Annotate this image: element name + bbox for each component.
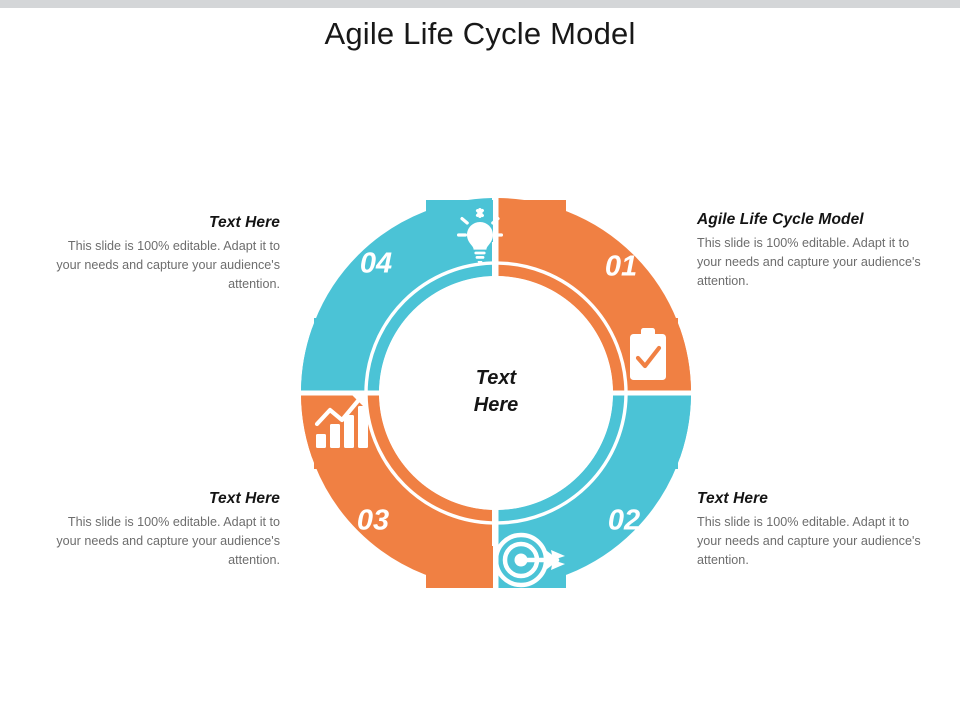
lightbulb-idea-icon: [457, 208, 503, 264]
text-block-04-body: This slide is 100% editable. Adapt it to…: [56, 239, 280, 292]
text-block-03-heading: Text Here: [209, 490, 280, 507]
text-block-03-body: This slide is 100% editable. Adapt it to…: [56, 515, 280, 568]
bar-chart-growth-icon: [314, 392, 368, 448]
notch-carvings: [280, 196, 712, 590]
text-block-02-heading: Text Here: [697, 490, 768, 507]
quadrant-gaps: [276, 178, 716, 608]
segment-01-number: 01: [605, 251, 637, 283]
text-block-02-body: This slide is 100% editable. Adapt it to…: [697, 515, 921, 568]
text-block-04-heading: Text Here: [209, 214, 280, 231]
text-block-02: Text Here This slide is 100% editable. A…: [697, 490, 933, 570]
segment-04-number: 04: [360, 248, 392, 280]
page-title: Agile Life Cycle Model: [324, 16, 636, 51]
agile-cycle-donut-diagram: 01 02 03 04: [276, 178, 716, 608]
text-block-01-body: This slide is 100% editable. Adapt it to…: [697, 236, 921, 289]
segment-03-number: 03: [357, 505, 389, 537]
top-gray-bar: [0, 0, 960, 8]
target-arrow-icon: [493, 532, 565, 588]
text-block-01-heading: Agile Life Cycle Model: [697, 211, 864, 228]
text-block-04: Text Here This slide is 100% editable. A…: [44, 214, 280, 294]
clipboard-check-icon: [630, 328, 666, 380]
text-block-01: Agile Life Cycle Model This slide is 100…: [697, 211, 933, 291]
text-block-03: Text Here This slide is 100% editable. A…: [44, 490, 280, 570]
segment-02-number: 02: [608, 505, 640, 537]
